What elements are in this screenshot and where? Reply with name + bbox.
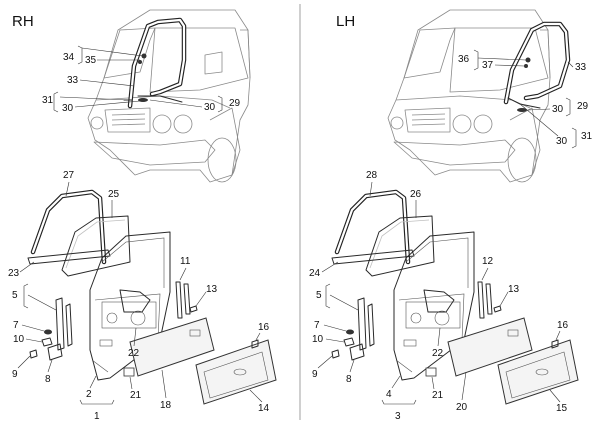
- rh-title: RH: [12, 13, 34, 30]
- rh-callout-14: 14: [258, 403, 270, 414]
- rh-clip-34: [141, 53, 147, 59]
- rh-callout-18: 18: [160, 400, 172, 411]
- rh-callout-30b: 30: [204, 102, 216, 113]
- rh-retainer-30: [138, 98, 148, 102]
- lh-callout-7: 7: [314, 320, 320, 331]
- rh-weatherstrip: [55, 297, 65, 351]
- lh-callout-30b: 30: [556, 136, 568, 147]
- rh-callout-34: 34: [63, 52, 75, 63]
- rh-cap-21: [123, 367, 135, 377]
- lh-callout-4: 4: [386, 389, 392, 400]
- lh-cap-21: [425, 367, 437, 377]
- lh-callout-10: 10: [312, 334, 324, 345]
- rh-bolt-10: [41, 337, 53, 347]
- rh-callout-23: 23: [8, 268, 20, 279]
- lh-callout-26: 26: [410, 189, 422, 200]
- rh-callout-27: 27: [63, 170, 75, 181]
- lh-callout-13: 13: [508, 284, 520, 295]
- lh-clip-36: [525, 57, 531, 63]
- lh-callout-15: 15: [556, 403, 568, 414]
- rh-bolt-9: [29, 349, 38, 359]
- lh-callout-31: 31: [581, 131, 593, 142]
- lh-door-trim-panel: [497, 339, 579, 405]
- rh-callout-31: 31: [42, 95, 54, 106]
- lh-callout-21: 21: [432, 390, 444, 401]
- rh-screw-13: [189, 305, 198, 313]
- lh-weatherstrip: [357, 297, 367, 351]
- rh-clip-35: [138, 60, 142, 64]
- rh-callout-25: 25: [108, 189, 120, 200]
- lh-hinge-8: [349, 343, 365, 361]
- lh-belt-molding: [331, 249, 415, 265]
- lh-callout-30a: 30: [552, 104, 564, 115]
- rh-callout-21: 21: [130, 390, 142, 401]
- rh-callout-30a: 30: [62, 103, 74, 114]
- lh-title: LH: [336, 13, 355, 30]
- rh-callout-9: 9: [12, 369, 18, 380]
- lh-clip-7: [346, 329, 354, 335]
- rh-door-glass: [61, 215, 131, 277]
- rh-lower-strip: [137, 95, 183, 103]
- rh-panel: RH 34 35: [8, 9, 277, 422]
- rh-run-channel-b: [183, 283, 191, 315]
- rh-callout-29: 29: [229, 98, 241, 109]
- rh-belt-molding: [27, 249, 111, 265]
- rh-clip-16: [251, 339, 259, 349]
- lh-callout-28: 28: [366, 170, 378, 181]
- rh-callout-7: 7: [13, 320, 19, 331]
- rh-callout-33: 33: [67, 75, 79, 86]
- lh-clip-16: [551, 339, 559, 349]
- lh-callout-24: 24: [309, 268, 321, 279]
- rh-van-front-view: [87, 9, 251, 183]
- rh-callout-8: 8: [45, 374, 51, 385]
- lh-door-glass: [365, 215, 435, 277]
- lh-bolt-9: [331, 349, 340, 359]
- rh-run-channel-a: [175, 281, 183, 319]
- rh-window-regulator: [119, 289, 151, 313]
- lh-callout-36: 36: [458, 54, 470, 65]
- lh-callout-37: 37: [482, 60, 494, 71]
- lh-callout-8: 8: [346, 374, 352, 385]
- lh-callout-29: 29: [577, 101, 589, 112]
- rh-callout-11: 11: [180, 256, 191, 267]
- lh-retainer-30: [517, 108, 527, 112]
- lh-screw-13: [493, 305, 502, 313]
- rh-callout-13: 13: [206, 284, 218, 295]
- rh-hinge-8: [47, 343, 63, 361]
- rh-door-shell: [89, 231, 171, 381]
- lh-callout-9: 9: [312, 369, 318, 380]
- lh-callout-3: 3: [395, 411, 401, 422]
- lh-window-regulator: [423, 289, 455, 313]
- lh-callout-22: 22: [432, 348, 444, 359]
- lh-callout-20: 20: [456, 402, 468, 413]
- rh-callout-16: 16: [258, 322, 270, 333]
- rh-clip-7: [44, 329, 52, 335]
- rh-callout-35: 35: [85, 55, 97, 66]
- rh-callout-22: 22: [128, 348, 140, 359]
- lh-lower-strip: [507, 97, 541, 109]
- rh-inner-trim-board: [129, 317, 215, 377]
- lh-callout-12: 12: [482, 256, 494, 267]
- rh-callout-5: 5: [12, 290, 18, 301]
- rh-callout-2: 2: [86, 389, 92, 400]
- lh-callout-33: 33: [575, 62, 587, 73]
- lh-callout-5: 5: [316, 290, 322, 301]
- lh-inner-trim-board: [447, 317, 533, 377]
- lh-panel: LH 36 37 33 30: [309, 9, 593, 422]
- lh-door-shell: [393, 231, 475, 381]
- lh-run-channel-b: [485, 283, 493, 315]
- rh-callout-1: 1: [94, 411, 100, 422]
- rh-callout-10: 10: [13, 334, 25, 345]
- lh-run-channel-a: [477, 281, 485, 319]
- lh-clip-37: [524, 64, 528, 68]
- rh-door-trim-panel: [195, 339, 277, 405]
- lh-callout-16: 16: [557, 320, 569, 331]
- lh-bolt-10: [343, 337, 355, 347]
